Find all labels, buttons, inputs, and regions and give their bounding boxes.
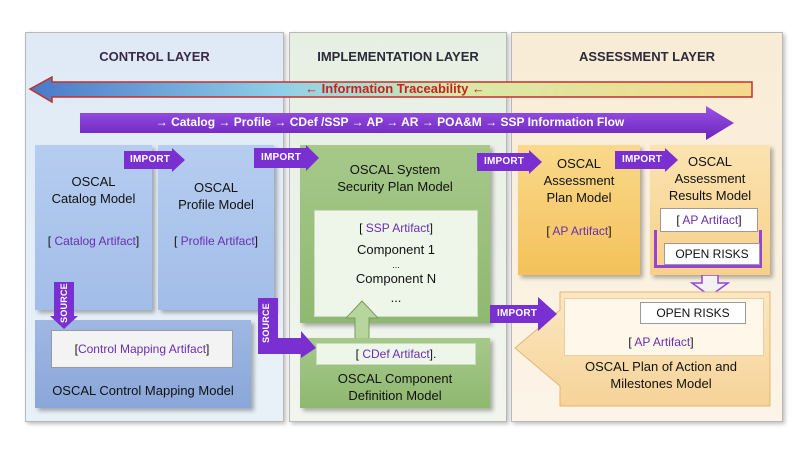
catalog-artifact-label: [ Catalog Artifact] bbox=[47, 234, 140, 248]
poam-model-box: OPEN RISKS [ AP Artifact] OSCAL Plan of … bbox=[560, 292, 770, 406]
catalog-model-line1: OSCAL bbox=[71, 174, 116, 189]
ar-model-line2: Assessment bbox=[674, 171, 746, 186]
source-arrow-catalog-to-mapping bbox=[50, 282, 78, 329]
ap-model-line1: OSCAL bbox=[556, 156, 602, 171]
import-label-5: IMPORT bbox=[497, 308, 538, 319]
poam-open-risks: OPEN RISKS bbox=[640, 302, 746, 324]
ssp-model-box: OSCAL System Security Plan Model [ SSP A… bbox=[300, 145, 490, 323]
cdef-artifact: [ CDef Artifact]. bbox=[316, 343, 476, 365]
cdef-model-box: [ CDef Artifact]. OSCAL Component Defini… bbox=[300, 338, 490, 408]
control-mapping-artifact: [Control Mapping Artifact] bbox=[51, 330, 233, 368]
poam-model-line1: OSCAL Plan of Action and bbox=[584, 359, 737, 374]
cdef-model-line1: OSCAL Component bbox=[337, 371, 453, 386]
profile-model-line1: OSCAL bbox=[193, 180, 239, 195]
source-label-2: SOURCE bbox=[261, 303, 271, 343]
profile-model-box: OSCAL Profile Model [ Profile Artifact] bbox=[158, 145, 274, 310]
import-arrow-profile-to-ssp bbox=[254, 145, 319, 171]
ar-open-risks: OPEN RISKS bbox=[664, 243, 760, 265]
ssp-component-ellipsis-1: ... bbox=[392, 260, 400, 270]
import-arrow-ap-to-ar bbox=[615, 148, 678, 172]
ssp-artifact-label: [ SSP Artifact] bbox=[359, 221, 433, 235]
ssp-artifact-panel: [ SSP Artifact] Component 1 ... Componen… bbox=[314, 210, 478, 317]
ssp-model-line2: Security Plan Model bbox=[337, 179, 453, 194]
ar-to-poam-arrow bbox=[690, 275, 730, 297]
implementation-layer-title: IMPLEMENTATION LAYER bbox=[317, 49, 479, 64]
traceability-label: ← Information Traceability ← bbox=[305, 81, 485, 96]
control-mapping-model-box: [Control Mapping Artifact] OSCAL Control… bbox=[35, 320, 251, 408]
source-label-1: SOURCE bbox=[59, 283, 69, 323]
import-arrow-ssp-to-poam bbox=[490, 297, 557, 331]
profile-model-line2: Profile Model bbox=[178, 197, 254, 212]
ssp-component-ellipsis-2: ... bbox=[390, 290, 402, 305]
import-label-1: IMPORT bbox=[130, 154, 171, 165]
ssp-component-n: Component N bbox=[355, 271, 437, 286]
ar-model-line3: Results Model bbox=[668, 188, 752, 203]
catalog-model-line2: Catalog Model bbox=[51, 191, 136, 206]
ssp-model-line1: OSCAL System bbox=[349, 162, 441, 177]
ssp-component-1: Component 1 bbox=[356, 242, 436, 257]
control-mapping-model-title: OSCAL Control Mapping Model bbox=[52, 383, 234, 398]
source-arrow-mapping-to-cdef bbox=[258, 298, 316, 358]
import-arrow-ssp-to-ap bbox=[477, 150, 542, 174]
profile-artifact-label: [ Profile Artifact] bbox=[173, 234, 259, 248]
import-arrow-catalog-to-profile bbox=[124, 148, 185, 172]
ar-open-risks-bracket bbox=[654, 230, 762, 268]
ap-artifact-label: [ AP Artifact] bbox=[546, 224, 612, 238]
cdef-model-line2: Definition Model bbox=[348, 388, 442, 403]
information-flow-label: → Catalog → Profile → CDef /SSP → AP → A… bbox=[155, 115, 625, 129]
poam-model-line2: Milestones Model bbox=[610, 376, 712, 391]
ap-model-line2: Assessment bbox=[543, 173, 615, 188]
import-label-3: IMPORT bbox=[484, 156, 525, 167]
ap-model-line3: Plan Model bbox=[546, 190, 612, 205]
cdef-to-ssp-arrow bbox=[345, 300, 379, 342]
ar-artifact: [ AP Artifact] bbox=[660, 208, 758, 232]
information-flow-arrow bbox=[80, 106, 734, 140]
import-label-2: IMPORT bbox=[261, 152, 302, 163]
traceability-arrow bbox=[28, 76, 753, 104]
assessment-layer-title: ASSESSMENT LAYER bbox=[578, 49, 716, 64]
ar-model-line1: OSCAL bbox=[687, 154, 733, 169]
poam-artifact-label: [ AP Artifact] bbox=[628, 335, 694, 349]
import-label-4: IMPORT bbox=[622, 154, 663, 165]
control-layer-title: CONTROL LAYER bbox=[99, 49, 210, 64]
